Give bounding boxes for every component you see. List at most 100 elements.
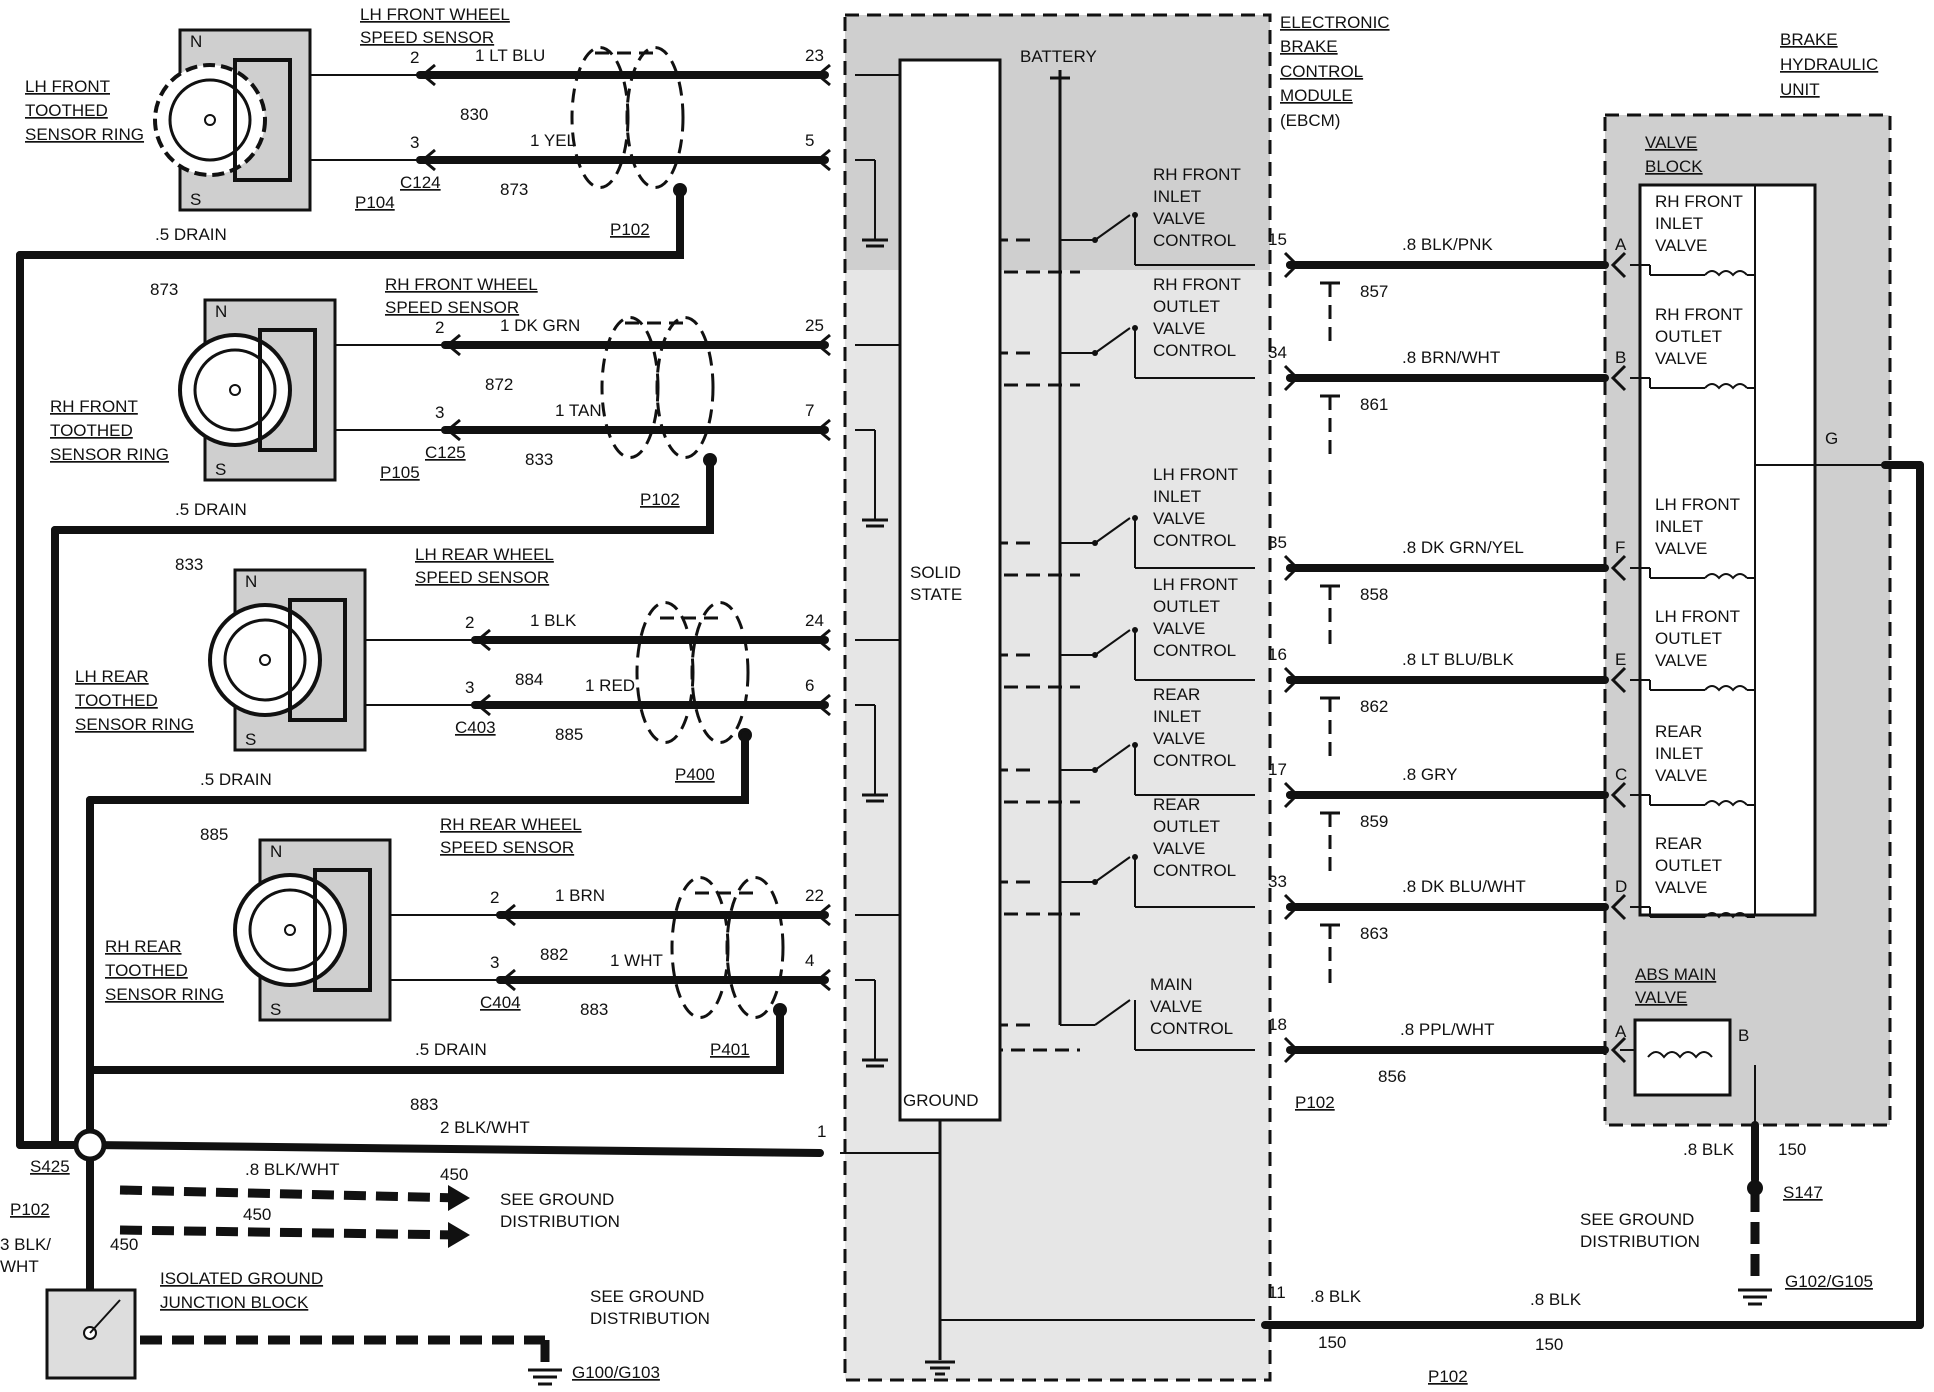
toothed-ring-hub: [204, 114, 216, 126]
vc-pin: 33: [1268, 872, 1287, 891]
vc-bhu-pin-icon: [1610, 666, 1627, 694]
vc-circuit-label: 863: [1360, 924, 1388, 943]
circuit-a-label: 882: [540, 945, 568, 964]
valve-coil: [1704, 383, 1748, 390]
valve-name-2: INLET: [1655, 517, 1703, 536]
pin-a: 2: [435, 318, 444, 337]
mv-connector-label: P102: [1295, 1093, 1335, 1112]
wire-b-label: 1 RED: [585, 676, 635, 695]
valve-name-2: OUTLET: [1655, 856, 1722, 875]
bhu-line1: BRAKE: [1780, 30, 1838, 49]
ebcm-line1: ELECTRONIC: [1280, 13, 1390, 32]
drain-circuit-label: 885: [200, 825, 228, 844]
valve-name-2: OUTLET: [1655, 327, 1722, 346]
vc-pin: 35: [1268, 533, 1287, 552]
shield-connector-label: P401: [710, 1040, 750, 1059]
sensor-magnet: [313, 868, 372, 992]
vc-line4: CONTROL: [1153, 641, 1236, 660]
wire-b-label: 1 WHT: [610, 951, 663, 970]
valve-coil: [1704, 800, 1748, 807]
isolated-see: SEE GROUND: [590, 1287, 704, 1306]
pole-s-label: S: [215, 460, 226, 479]
vc-line1: REAR: [1153, 795, 1200, 814]
vc-bhu-pin-icon: [1610, 251, 1627, 279]
valve-coil: [1704, 912, 1748, 919]
drain-circuit-label: 873: [150, 280, 178, 299]
vc-line4: CONTROL: [1153, 861, 1236, 880]
connector-b-icon: [445, 418, 461, 442]
sensor-title-1: LH REAR WHEEL: [415, 545, 554, 564]
switch-pivot: [1092, 767, 1098, 773]
vc-bhu-pin: A: [1615, 235, 1627, 254]
ring-label-3: SENSOR RING: [75, 715, 194, 734]
splice-s425-label: S425: [30, 1157, 70, 1176]
pin-a: 2: [410, 48, 419, 67]
ebcm-pin-a: 23: [805, 46, 824, 65]
ebcm-pin-b: 7: [805, 401, 814, 420]
left-p102-wire1: 3 BLK/: [0, 1235, 51, 1254]
ring-label-3: SENSOR RING: [25, 125, 144, 144]
vc-line4: CONTROL: [1153, 531, 1236, 550]
abs-main-pin-b: B: [1738, 1026, 1749, 1045]
ground-450-circuit-b: 450: [243, 1205, 271, 1224]
connector-label: C404: [480, 993, 521, 1012]
mv-pin: 18: [1268, 1015, 1287, 1034]
valve-name-3: VALVE: [1655, 236, 1707, 255]
isolated-line2: JUNCTION BLOCK: [160, 1293, 309, 1312]
vc-line3: VALVE: [1153, 209, 1205, 228]
ebcm-pin-a-icon: [815, 628, 831, 652]
toothed-ring-hub: [259, 654, 271, 666]
ring-label-2: TOOTHED: [25, 101, 108, 120]
vc-line1: LH FRONT: [1153, 575, 1238, 594]
valve-name-1: LH FRONT: [1655, 607, 1740, 626]
ebcm-pin-a: 25: [805, 316, 824, 335]
vc-line2: OUTLET: [1153, 597, 1220, 616]
ebcm-pin-b: 6: [805, 676, 814, 695]
bhu-ground-location: G102/G105: [1785, 1272, 1873, 1291]
abs-main-pin-a: A: [1615, 1022, 1627, 1041]
dynamic-layer: N S LH FRONT WHEEL SPEED SENSOR LH FRONT TOOT…: [16, 5, 1755, 1114]
drain-wire: [16, 186, 684, 259]
vc-circuit-label: 859: [1360, 812, 1388, 831]
sensor-magnet: [288, 598, 347, 722]
bhu-ground-wire: .8 BLK: [1683, 1140, 1735, 1159]
switch-pivot: [1092, 879, 1098, 885]
wire-a-label: 1 DK GRN: [500, 316, 580, 335]
ring-label-2: TOOTHED: [75, 691, 158, 710]
circuit-b-label: 833: [525, 450, 553, 469]
vc-bhu-pin-icon: [1610, 364, 1627, 392]
pole-n-label: N: [270, 842, 282, 861]
sensor-title-1: LH FRONT WHEEL: [360, 5, 510, 24]
shield-left: [570, 46, 630, 189]
ground-450-wire: .8 BLK/WHT: [245, 1160, 339, 1179]
vc-line3: VALVE: [1153, 839, 1205, 858]
circuit-b-label: 873: [500, 180, 528, 199]
valve-block-line1: VALVE: [1645, 133, 1697, 152]
ring-label-2: TOOTHED: [105, 961, 188, 980]
vc-line4: CONTROL: [1153, 751, 1236, 770]
abs-main-line2: VALVE: [1635, 988, 1687, 1007]
valve-block: [1638, 183, 1817, 917]
valve-name-3: VALVE: [1655, 651, 1707, 670]
sensor-title-2: SPEED SENSOR: [440, 838, 574, 857]
vc-bhu-pin-icon: [1610, 781, 1627, 809]
vc-line2: OUTLET: [1153, 297, 1220, 316]
valve-name-1: LH FRONT: [1655, 495, 1740, 514]
valve-name-3: VALVE: [1655, 766, 1707, 785]
switch-blade: [1094, 214, 1131, 241]
connector-b-icon: [500, 968, 516, 992]
vc-wire-label: .8 DK GRN/YEL: [1402, 538, 1524, 557]
mv-switch-dash: [998, 1023, 1080, 1052]
wire-b-label: 1 TAN: [555, 401, 602, 420]
bhu-ground: .8 BLK 150 S147 SEE GROUND DISTRIBUTION …: [1580, 1121, 1873, 1306]
pin-b: 3: [490, 953, 499, 972]
pin-11-wire-a: .8 BLK: [1310, 1287, 1362, 1306]
pin-a: 2: [465, 613, 474, 632]
switch-blade: [1094, 744, 1131, 771]
solid-state-line1: SOLID: [910, 563, 961, 582]
vc-line3: VALVE: [1153, 619, 1205, 638]
switch-pivot: [1092, 350, 1098, 356]
ground-circuit-pin: 1: [817, 1122, 826, 1141]
